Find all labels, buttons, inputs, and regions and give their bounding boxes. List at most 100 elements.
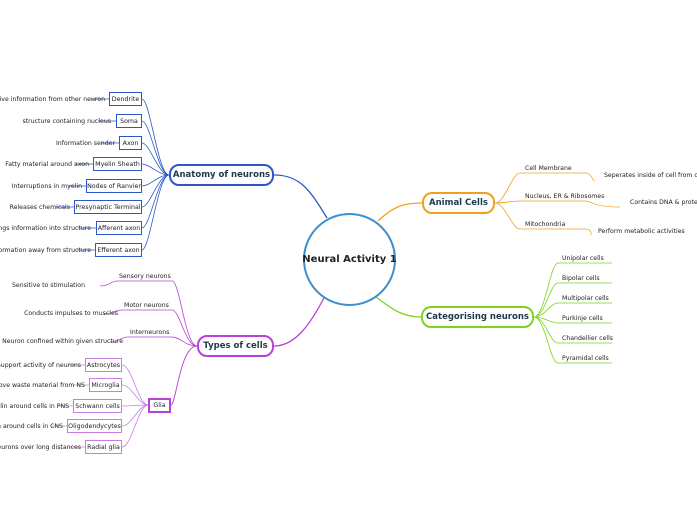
anatomy-item-axon[interactable]: Axon [119, 136, 142, 150]
types-desc-interneurons: Neuron confined within given structure [2, 338, 123, 345]
connector-types-desc [103, 309, 123, 315]
connector-central-animal [377, 202, 423, 222]
central-topic-label: Neural Activity 1 [302, 254, 397, 265]
connector-animal-item [494, 202, 521, 230]
glia-desc-schwann-cells: Myelin around cells in PNS [0, 403, 69, 410]
anatomy-desc-axon: Information sender [55, 140, 115, 147]
anatomy-item-afferent-axon[interactable]: Afferent axon [96, 221, 142, 235]
animal-item-nucleus[interactable]: Nucleus, ER & Ribosomes [525, 193, 605, 200]
anatomy-desc-presynaptic-terminal: Releases chemicals [9, 204, 70, 211]
connector-animal-item [494, 200, 521, 204]
connector-central-categorising [374, 295, 422, 318]
anatomy-desc-nodes-of-ranvier: Interruptions in myelin [11, 183, 82, 190]
glia-item-radial-glia[interactable]: Radial glia [85, 440, 122, 454]
glia-desc-microglia: Remove waste material from NS [0, 382, 85, 389]
glia-item-oligodendycytes[interactable]: Oligodendycytes [67, 419, 122, 433]
glia-item-astrocytes[interactable]: Astrocytes [85, 358, 122, 372]
connector-category-item [533, 262, 559, 318]
animal-item-mitochondria[interactable]: Mitochondria [525, 221, 566, 228]
connector-category-item [533, 316, 559, 344]
connector-animal-desc [584, 172, 596, 182]
glia-item-label: Radial glia [87, 443, 120, 451]
types-item-sensory[interactable]: Sensory neurons [119, 273, 171, 280]
glia-item-label: Microglia [91, 381, 120, 389]
topic-types-of-cells[interactable]: Types of cells [197, 335, 274, 357]
connector-central-anatomy [273, 174, 328, 219]
anatomy-desc-afferent-axon: Brings information into structure [0, 225, 91, 232]
category-item-pyramidal[interactable]: Pyramidal cells [562, 355, 609, 362]
connector-anatomy-item [141, 163, 170, 176]
category-item-purkinje[interactable]: Purkinje cells [562, 315, 603, 322]
connector-anatomy-item [141, 142, 170, 176]
anatomy-item-soma[interactable]: Soma [116, 114, 142, 128]
topic-categorising-label: Categorising neurons [426, 312, 529, 322]
category-item-unipolar[interactable]: Unipolar cells [562, 255, 604, 262]
connector-types-desc [99, 280, 119, 287]
connector-glia-item [121, 364, 149, 406]
types-item-interneurons[interactable]: Interneurons [130, 329, 170, 336]
connector-glia-item [121, 404, 149, 448]
types-desc-motor: Conducts impulses to muscles [24, 310, 118, 317]
animal-desc-cell-membrane: Seperates inside of cell from outside [604, 172, 697, 179]
anatomy-desc-soma: structure containing nucleus [22, 118, 111, 125]
glia-item-label: Schwann cells [75, 402, 120, 410]
animal-desc-mitochondria: Perform metabolic activities [598, 228, 685, 235]
animal-item-cell-membrane[interactable]: Cell Membrane [525, 165, 572, 172]
glia-item-label: Oligodendycytes [68, 422, 121, 430]
animal-desc-nucleus: Contains DNA & proteins [630, 199, 697, 206]
anatomy-item-dendrite[interactable]: Dendrite [109, 92, 142, 106]
glia-desc-astrocytes: Support activity of neurons [0, 362, 81, 369]
topic-animal-label: Animal Cells [429, 198, 488, 208]
category-item-bipolar[interactable]: Bipolar cells [562, 275, 600, 282]
connector-anatomy-item [141, 174, 170, 251]
glia-label: Glia [153, 402, 166, 409]
glia-item-microglia[interactable]: Microglia [89, 378, 122, 392]
connector-animal-item [494, 172, 521, 204]
category-item-chandellier[interactable]: Chandellier cells [562, 335, 614, 342]
connector-types-item [171, 280, 198, 347]
connector-glia-item [121, 404, 149, 427]
anatomy-item-label: Efferent axon [97, 246, 140, 254]
category-item-multipolar[interactable]: Multipolar cells [562, 295, 609, 302]
types-item-glia[interactable]: Glia [148, 398, 171, 413]
topic-types-label: Types of cells [203, 341, 268, 351]
topic-anatomy-label: Anatomy of neurons [172, 170, 271, 180]
connector-category-item [533, 302, 559, 318]
anatomy-item-label: Soma [120, 117, 138, 125]
topic-categorising-neurons[interactable]: Categorising neurons [421, 306, 534, 328]
central-topic[interactable]: Neural Activity 1 [302, 213, 397, 306]
glia-item-schwann-cells[interactable]: Schwann cells [73, 399, 122, 413]
connector-category-item [533, 282, 559, 318]
topic-anatomy-of-neurons[interactable]: Anatomy of neurons [169, 164, 274, 186]
connector-anatomy-item [141, 98, 170, 176]
anatomy-item-label: Nodes of Ranvier [87, 182, 141, 190]
anatomy-item-label: Presynaptic Terminal [75, 203, 141, 211]
connector-anatomy-item [141, 120, 170, 176]
connector-glia-item [121, 384, 149, 406]
glia-desc-oligodendycytes: Myelin around cells in CNS [0, 423, 63, 430]
connector-types-item [171, 336, 198, 347]
anatomy-desc-efferent-axon: Carries information away from structure [0, 247, 91, 254]
anatomy-item-nodes-of-ranvier[interactable]: Nodes of Ranvier [86, 179, 142, 193]
anatomy-desc-dendrite: Receive information from other neuron [0, 96, 105, 103]
anatomy-item-label: Myelin Sheath [95, 160, 140, 168]
anatomy-item-myelin-sheath[interactable]: Myelin Sheath [93, 157, 142, 171]
connector-animal-desc [584, 200, 621, 208]
connector-types-desc [109, 336, 129, 343]
topic-animal-cells[interactable]: Animal Cells [422, 192, 495, 214]
anatomy-item-presynaptic-terminal[interactable]: Presynaptic Terminal [74, 200, 142, 214]
anatomy-item-label: Dendrite [111, 95, 140, 103]
connector-anatomy-item [141, 174, 170, 229]
connector-types-item [171, 309, 198, 347]
glia-desc-radial-glia: Guide neurons over long distances [0, 444, 81, 451]
connector-central-types [273, 295, 326, 347]
glia-item-label: Astrocytes [86, 361, 121, 369]
anatomy-item-efferent-axon[interactable]: Efferent axon [95, 243, 142, 257]
anatomy-item-label: Afferent axon [97, 224, 141, 232]
anatomy-item-label: Axon [122, 139, 139, 147]
connector-animal-desc [584, 228, 592, 236]
types-item-motor[interactable]: Motor neurons [124, 302, 169, 309]
anatomy-desc-myelin-sheath: Fatty material around axon [5, 161, 89, 168]
